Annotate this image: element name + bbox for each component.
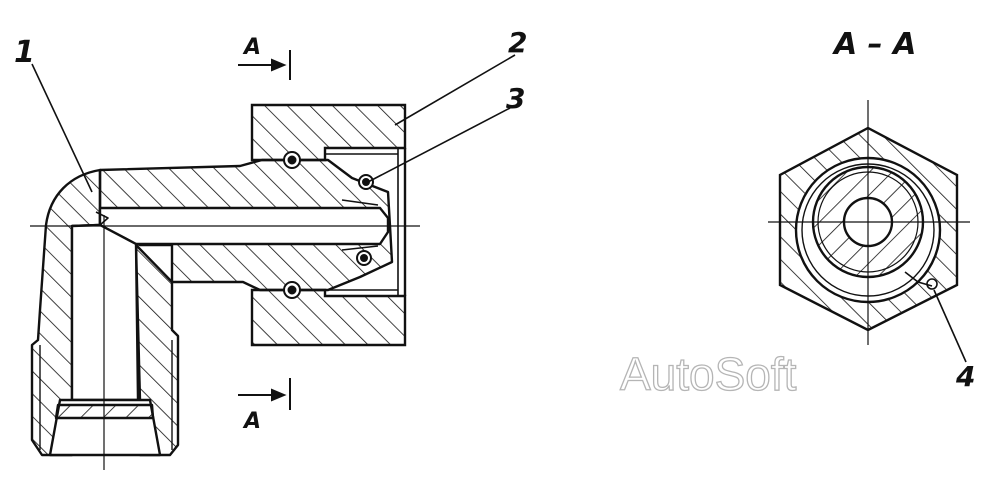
- centerlines-left: [30, 215, 420, 470]
- nut-lower-half: [250, 288, 407, 347]
- part-label-1: 1: [14, 35, 35, 70]
- section-title: A – A: [832, 27, 916, 62]
- section-marker-bottom: [238, 378, 291, 410]
- section-letter-bottom: A: [242, 409, 261, 434]
- centerlines-right: [768, 100, 970, 345]
- leader-line-4: [933, 289, 967, 363]
- section-marker-top: [238, 50, 291, 80]
- part-label-2: 2: [508, 26, 527, 59]
- vertical-bore: [70, 223, 140, 402]
- part-label-4: 4: [955, 360, 975, 393]
- seal-rings: [283, 151, 374, 299]
- part-label-3: 3: [506, 82, 525, 115]
- nut-upper-half: [250, 103, 407, 162]
- leader-lines-left: [31, 54, 516, 193]
- union-nut: [250, 103, 407, 347]
- elbow-fitting-section: [30, 158, 394, 457]
- watermark: AutoSoft: [620, 348, 797, 400]
- section-letter-top: A: [242, 35, 261, 60]
- wire-end: [926, 278, 938, 290]
